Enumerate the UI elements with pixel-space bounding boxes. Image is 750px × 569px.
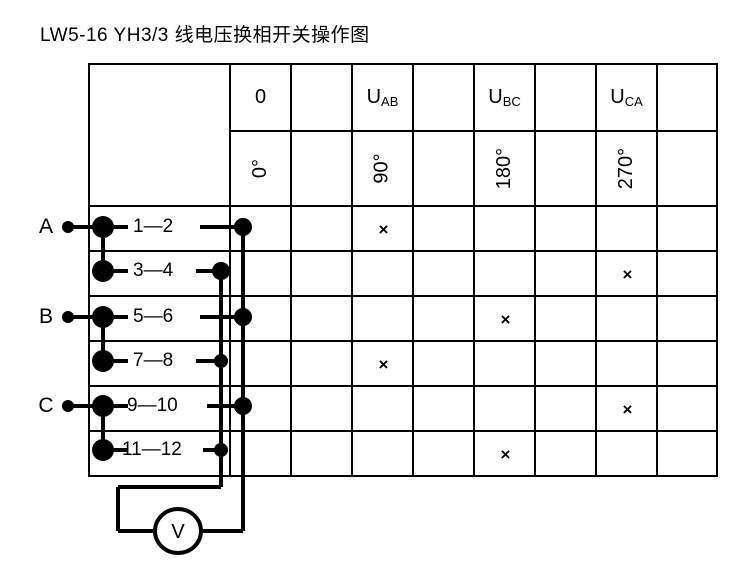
- header-angle-blank-3: [536, 132, 595, 205]
- header-label: U: [366, 86, 382, 108]
- mark-row3-ubc: ×: [500, 309, 511, 329]
- row-separator: [90, 295, 716, 297]
- column-separator: [290, 65, 292, 475]
- voltmeter-label: V: [171, 521, 185, 543]
- header-position-0: 0: [231, 65, 290, 130]
- contact-pair-11-12: 11—12: [122, 439, 182, 460]
- column-separator: [229, 65, 231, 475]
- column-separator: [656, 65, 658, 475]
- column-separator: [534, 65, 536, 475]
- header-subscript: AB: [381, 94, 399, 109]
- mark-row2-uca: ×: [622, 264, 633, 284]
- angle-label: 180°: [493, 147, 515, 190]
- phase-c-terminal-dot: [62, 400, 74, 412]
- header-blank-4: [658, 65, 718, 130]
- header-subscript: CA: [624, 94, 643, 109]
- row-separator: [90, 205, 716, 207]
- row-separator: [90, 430, 716, 432]
- contact-pair-5-6: 5—6: [133, 306, 174, 327]
- row-separator: [90, 250, 716, 252]
- header-angle-180: 180°: [475, 132, 534, 205]
- contact-pair-1-2: 1—2: [133, 216, 174, 237]
- header-subscript: BC: [502, 94, 521, 109]
- phase-label-c: C: [38, 394, 54, 417]
- mark-row6-ubc: ×: [500, 444, 511, 464]
- row-separator: [90, 385, 716, 387]
- angle-label: 270°: [615, 147, 637, 190]
- page-title: LW5-16 YH3/3 线电压换相开关操作图: [40, 25, 370, 46]
- mark-row4-uab: ×: [378, 354, 389, 374]
- row-separator: [90, 340, 716, 342]
- mark-row5-uca: ×: [622, 399, 633, 419]
- contact-pair-3-4: 3—4: [133, 260, 174, 281]
- column-separator: [595, 65, 597, 475]
- header-label: 0: [254, 86, 267, 108]
- column-separator: [351, 65, 353, 475]
- header-label: U: [610, 86, 625, 108]
- contact-pair-9-10: 9—10: [127, 395, 178, 416]
- column-separator: [473, 65, 475, 475]
- column-separator: [412, 65, 414, 475]
- angle-label: 0°: [249, 158, 271, 179]
- contact-pair-7-8: 7—8: [133, 350, 174, 371]
- header-angle-blank-4: [658, 132, 718, 205]
- header-blank-2: [414, 65, 473, 130]
- header-angle-0: 0°: [231, 132, 290, 205]
- header-angle-blank-1: [292, 132, 351, 205]
- header-angle-blank-2: [414, 132, 473, 205]
- header-label: U: [488, 86, 503, 108]
- phase-label-b: B: [38, 305, 53, 328]
- header-angle-270: 270°: [597, 132, 656, 205]
- phase-a-terminal-dot: [62, 221, 74, 233]
- header-blank-3: [536, 65, 595, 130]
- row-separator: [231, 130, 716, 132]
- mark-row1-uab: ×: [378, 219, 389, 239]
- angle-label: 90°: [371, 153, 393, 184]
- phase-label-a: A: [38, 215, 53, 238]
- header-angle-90: 90°: [353, 132, 412, 205]
- header-blank-1: [292, 65, 351, 130]
- phase-b-terminal-dot: [62, 311, 74, 323]
